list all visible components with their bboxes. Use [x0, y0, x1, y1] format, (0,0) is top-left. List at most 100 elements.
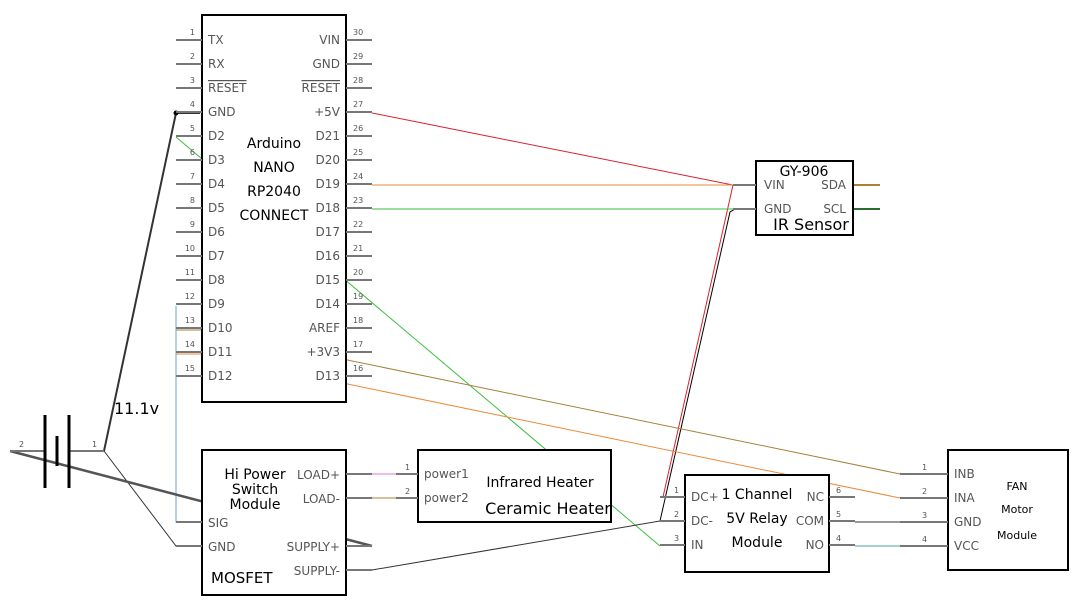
relay-pin-number: 3: [674, 534, 679, 543]
arduino-pin-number: 1: [190, 28, 195, 37]
mosfet-pin-gnd: GND: [208, 540, 236, 554]
arduino-pin-label: D18: [315, 201, 340, 215]
arduino-pin-label: D16: [315, 249, 340, 263]
fan-pin-number: 2: [922, 487, 927, 496]
wire-d9-blue: [175, 306, 202, 523]
mosfet-pin-supply-minus: SUPPLY-: [294, 564, 340, 578]
arduino-pin-label: +5V: [314, 105, 341, 119]
arduino-pin-number: 23: [353, 196, 363, 205]
arduino-pin-label: AREF: [309, 321, 340, 335]
arduino-pin-label: D7: [208, 249, 225, 263]
arduino-title-line-2: NANO: [253, 160, 295, 176]
arduino-pin-number: 11: [185, 268, 195, 277]
arduino-pin-label: D10: [208, 321, 233, 335]
relay-pin-label: DC+: [691, 490, 719, 504]
arduino-pin-number: 16: [353, 364, 363, 373]
battery-pin-right: 1: [92, 440, 97, 449]
heater-pin1-label: power1: [424, 467, 469, 481]
arduino-left-pins: 1TX2RX3RESET4GND5D26D37D48D59D610D711D81…: [176, 28, 247, 383]
relay-pin-label: DC-: [691, 514, 713, 528]
relay-title-line-2: 5V Relay: [726, 511, 787, 527]
arduino-pin-label: D8: [208, 273, 225, 287]
arduino-pin-number: 15: [185, 364, 195, 373]
fan-pin-number: 1: [922, 463, 927, 472]
relay-pin-label: NO: [806, 538, 824, 552]
battery-pin-left: 2: [19, 440, 24, 449]
arduino-pin-number: 12: [185, 292, 195, 301]
fan-title-line-3: Module: [997, 529, 1037, 542]
fan-title-line-1: FAN: [1006, 480, 1027, 493]
arduino-pin-number: 8: [190, 196, 195, 205]
heater-title-2: Ceramic Heater: [485, 499, 611, 518]
fan-pin-label: INB: [954, 467, 975, 481]
mosfet-title-line-2: Switch: [232, 482, 278, 498]
arduino-pin-label: GND: [312, 57, 340, 71]
arduino-pin-label: D11: [208, 345, 233, 359]
arduino-pin-label: RX: [208, 57, 225, 71]
fan-pin-label: GND: [954, 515, 982, 529]
arduino-pin-number: 3: [190, 76, 195, 85]
heater-pin1-num: 1: [405, 463, 410, 472]
fan-pin-label: VCC: [954, 539, 979, 553]
ir-sensor-gy906: GY-906 VIN SDA GND SCL IR Sensor: [733, 160, 854, 236]
arduino-pin-number: 26: [353, 124, 363, 133]
arduino-pin-label: D3: [208, 153, 225, 167]
arduino-pin-label: D20: [315, 153, 340, 167]
relay-pin-number: 6: [836, 486, 841, 495]
ir-pin-scl: SCL: [823, 202, 846, 216]
relay-title-line-3: Module: [732, 535, 783, 551]
arduino-pin-number: 24: [353, 172, 363, 181]
arduino-pin-number: 29: [353, 52, 363, 61]
arduino-pin-label: +3V3: [306, 345, 340, 359]
arduino-title-line-1: Arduino: [247, 136, 301, 152]
arduino-pin-number: 25: [353, 148, 363, 157]
mosfet-pin-load-minus: LOAD-: [303, 492, 340, 506]
relay-pin-number: 1: [674, 486, 679, 495]
arduino-pin-label: D15: [315, 273, 340, 287]
arduino-pin-number: 19: [353, 292, 363, 301]
relay-pin-number: 2: [674, 510, 679, 519]
arduino-pin-label: D13: [315, 369, 340, 383]
relay-pin-label: COM: [796, 514, 824, 528]
arduino-pin-label: D17: [315, 225, 340, 239]
mosfet-bottom-title: MOSFET: [211, 569, 273, 587]
relay-body: [684, 474, 830, 573]
mosfet-switch-module: Hi Power Switch Module SIG GND LOAD+ LOA…: [176, 449, 372, 596]
ir-pin-vin: VIN: [764, 178, 785, 192]
heater-pin2-label: power2: [424, 491, 469, 505]
mosfet-pin-sig: SIG: [208, 516, 228, 530]
arduino-pin-number: 28: [353, 76, 363, 85]
ir-sensor-body: [755, 160, 854, 236]
fan-pin-number: 4: [922, 535, 927, 544]
mosfet-pin-supply-plus: SUPPLY+: [287, 540, 340, 554]
mosfet-body: [201, 449, 347, 596]
fan-title-line-2: Motor: [1001, 503, 1033, 516]
arduino-pin-number: 20: [353, 268, 363, 277]
arduino-pin-label: TX: [207, 33, 224, 47]
arduino-pin-number: 30: [353, 28, 363, 37]
arduino-pin-number: 27: [353, 100, 363, 109]
relay-pin-label: NC: [807, 490, 824, 504]
arduino-right-pins: 30VIN29GND28RESET27+5V26D2125D2024D1923D…: [302, 28, 372, 383]
arduino-pin-number: 2: [190, 52, 195, 61]
relay-pin-number: 5: [836, 510, 841, 519]
arduino-pin-number: 9: [190, 220, 195, 229]
ir-sensor-subtitle: IR Sensor: [773, 215, 849, 234]
arduino-pin-label: RESET: [208, 81, 247, 95]
arduino-pin-label: GND: [208, 105, 236, 119]
mosfet-title-line-1: Hi Power: [224, 467, 285, 483]
ir-sensor-title: GY-906: [780, 164, 829, 180]
arduino-pin-number: 18: [353, 316, 363, 325]
heater-title-1: Infrared Heater: [486, 475, 593, 491]
arduino-pin-number: 17: [353, 340, 363, 349]
mosfet-title-line-3: Module: [230, 497, 281, 513]
arduino-pin-label: D14: [315, 297, 340, 311]
arduino-pin-number: 7: [190, 172, 195, 181]
arduino-pin-number: 21: [353, 244, 363, 253]
arduino-pin-number: 14: [185, 340, 195, 349]
battery-voltage-label: 11.1v: [114, 399, 159, 418]
arduino-pin-label: D19: [315, 177, 340, 191]
